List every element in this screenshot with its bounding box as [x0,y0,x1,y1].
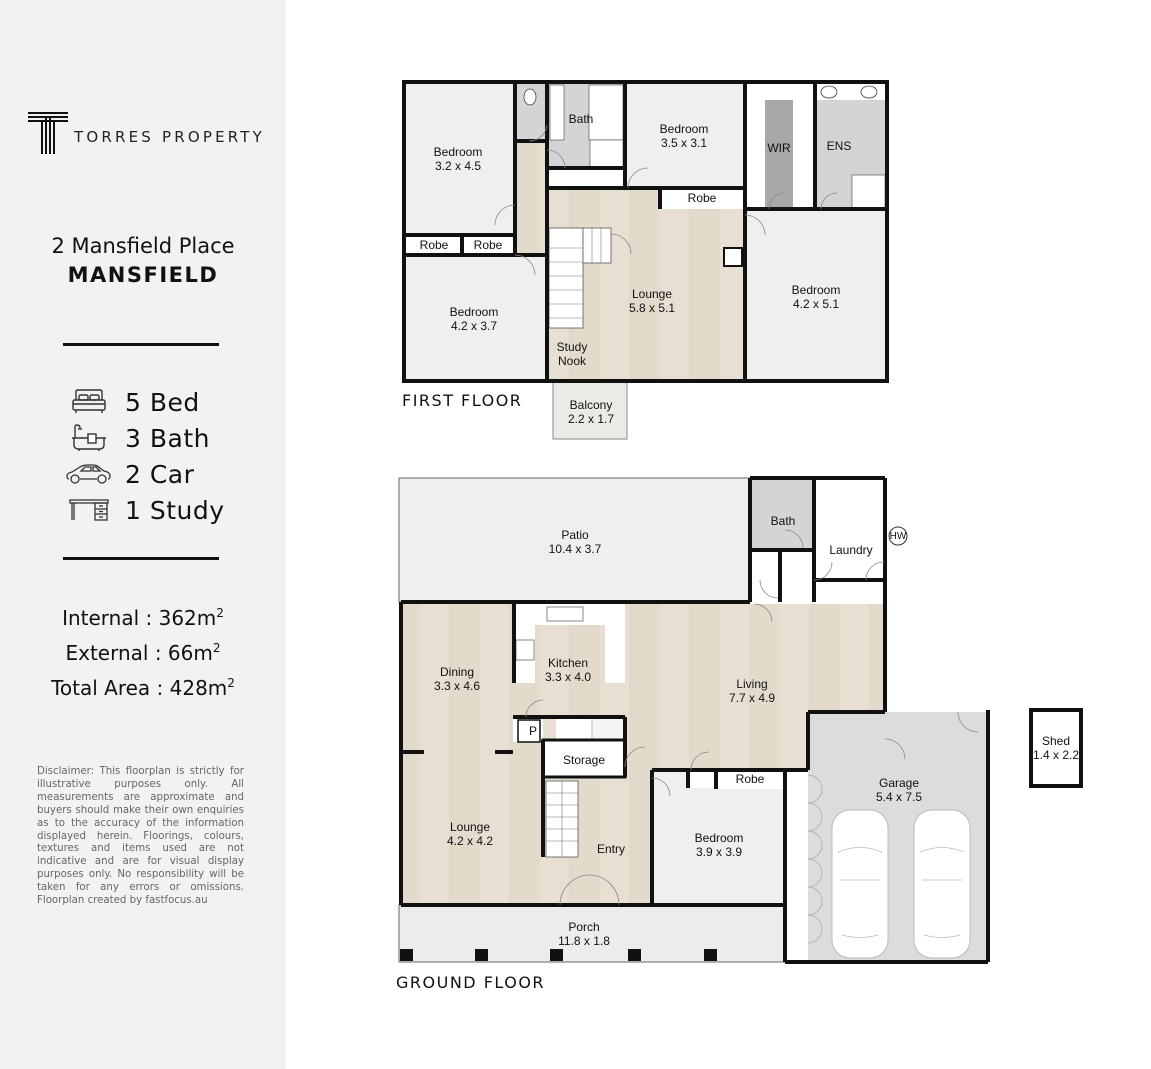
room-label: Entry [596,842,626,856]
total-area: Total Area : 428m2 [51,676,235,700]
brand-logo: TORRES PROPERTY [28,112,265,154]
feature-label: 1 Study [125,495,225,525]
room-label: Laundry [829,543,873,557]
divider [63,557,219,560]
area-summary: Internal : 362m2 External : 66m2 Total A… [0,598,286,703]
room-label: Robe [735,772,765,786]
t-monogram-icon [28,112,68,154]
property-street: 2 Mansfield Place [51,234,235,258]
room-label: ENS [826,139,852,153]
desk-icon [66,495,112,525]
room-label: HW [889,531,907,542]
room-label: P [528,724,538,738]
bed-icon [66,387,112,417]
first-floor-plan [402,80,889,440]
feature-label: 3 Bath [125,423,210,453]
info-sidebar: TORRES PROPERTY 2 Mansfield Place MANSFI… [0,0,286,1069]
first-floor-label: FIRST FLOOR [402,391,523,410]
feature-list: 5 Bed 3 Bath [66,384,225,528]
ground-floor-label: GROUND FLOOR [396,973,546,992]
internal-area: Internal : 362m2 [62,606,224,630]
ground-floor-plan [398,476,1083,964]
feature-bath: 3 Bath [66,420,225,456]
room-label: Robe [419,238,449,252]
feature-label: 5 Bed [125,387,200,417]
room-label: Bath [568,112,594,126]
car-icon [66,459,112,489]
room-label: Robe [473,238,503,252]
room-label: WIR [767,141,791,155]
disclaimer: Disclaimer: This floorplan is strictly f… [37,766,244,907]
divider [63,343,219,346]
feature-label: 2 Car [125,459,195,489]
brand-name: TORRES PROPERTY [74,128,266,146]
property-suburb: MANSFIELD [67,263,219,287]
room-label: Robe [687,191,717,205]
feature-bed: 5 Bed [66,384,225,420]
bathtub-icon [66,423,112,453]
feature-car: 2 Car [66,456,225,492]
feature-study: 1 Study [66,492,225,528]
room-label: Storage [562,753,606,767]
room-label: Bath [770,514,796,528]
external-area: External : 66m2 [65,641,221,665]
